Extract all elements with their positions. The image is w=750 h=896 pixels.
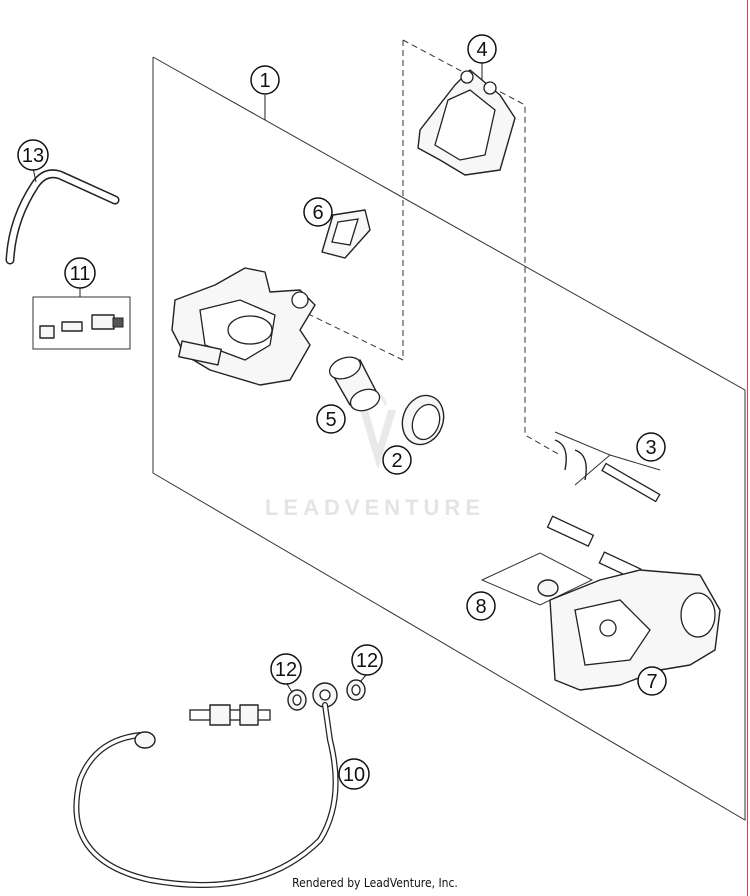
- callout-2-label: 2: [391, 450, 402, 472]
- callout-4: 4: [467, 34, 497, 64]
- part-4-brake-pads: [417, 69, 516, 176]
- part-12-washers: [287, 679, 366, 711]
- part-3-pin-kit: [554, 431, 661, 503]
- callout-5-label: 5: [325, 409, 336, 431]
- callout-1: 1: [250, 65, 280, 95]
- callout-12b-label: 12: [356, 650, 378, 672]
- callout-12-left: 12: [270, 653, 302, 685]
- watermark-text: LEADVENTURE: [265, 495, 485, 520]
- part-8-bolt-kit: [480, 515, 642, 606]
- part-6-pad-spring: [321, 209, 371, 259]
- callout-8: 8: [466, 591, 496, 621]
- pad-dash-frame: [402, 39, 561, 456]
- page-edge-line: [747, 0, 748, 896]
- callout-1-label: 1: [259, 70, 270, 92]
- callout-6: 6: [303, 197, 333, 227]
- callout-3-label: 3: [645, 437, 656, 459]
- part-7-bracket: [549, 569, 721, 691]
- part-11-bleeder-kit: [32, 296, 131, 350]
- callout-10: 10: [338, 758, 370, 790]
- part-5-piston: [328, 356, 381, 412]
- leader-12a: [286, 683, 293, 693]
- callout-4-label: 4: [476, 39, 487, 61]
- callout-12-right: 12: [351, 644, 383, 676]
- callout-12a-label: 12: [275, 659, 297, 681]
- part-13-hose: [5, 169, 120, 265]
- callout-11-label: 11: [70, 263, 91, 285]
- assembly-frame: [152, 56, 746, 821]
- dash-line: [299, 309, 404, 361]
- callout-8-label: 8: [475, 596, 486, 618]
- callout-3: 3: [636, 432, 666, 462]
- footer-credit: Rendered by LeadVenture, Inc.: [292, 876, 458, 890]
- callout-10-label: 10: [343, 764, 365, 786]
- callout-11: 11: [64, 257, 96, 289]
- part-1-caliper: [171, 267, 316, 386]
- callout-6-label: 6: [312, 202, 323, 224]
- callout-5: 5: [316, 404, 346, 434]
- watermark: LEADVENTURE: [265, 393, 485, 520]
- callout-2: 2: [382, 445, 412, 475]
- callout-13: 13: [17, 139, 49, 171]
- part-2-seal-kit: [401, 394, 445, 446]
- part-10-brake-line: [73, 682, 339, 888]
- callout-7: 7: [637, 666, 667, 696]
- callout-7-label: 7: [646, 671, 657, 693]
- callout-13-label: 13: [22, 145, 44, 167]
